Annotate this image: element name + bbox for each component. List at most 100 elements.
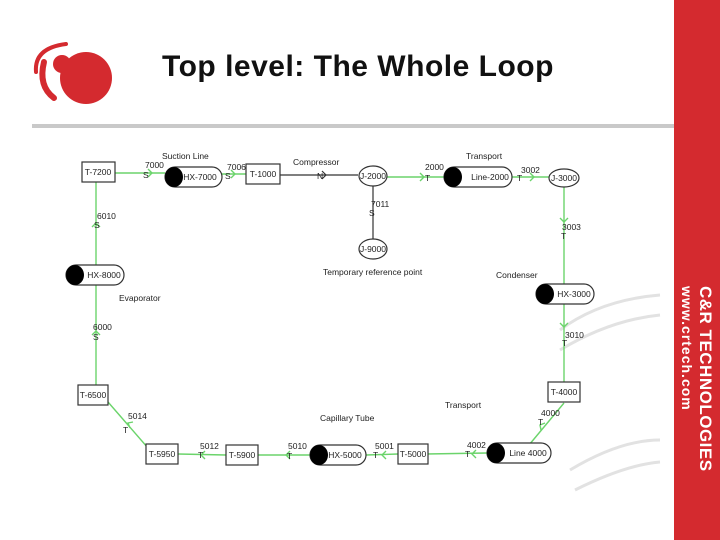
tank-t7200 <box>81 161 116 183</box>
connector-3010-id: 3010 <box>565 330 584 340</box>
hx5000-label: HX-5000 <box>328 450 362 460</box>
connector-6000-type: S <box>93 332 99 342</box>
arrow-5001 <box>381 450 387 460</box>
connector-7000-type: S <box>143 170 149 180</box>
arrow-3010 <box>559 322 569 328</box>
tank-t1000-label: T-1000 <box>250 169 277 179</box>
arrow-4000 <box>539 422 546 431</box>
tank-t4000 <box>547 381 581 403</box>
tank-t1000 <box>245 163 281 185</box>
annotation-transport-top: Transport <box>466 151 503 161</box>
connector-7011-type: S <box>369 208 375 218</box>
tank-t5000-label: T-5000 <box>400 449 427 459</box>
connector-3003-id: 3003 <box>562 222 581 232</box>
annotation-condenser: Condenser <box>496 270 538 280</box>
connector-3003-type: T <box>561 231 566 241</box>
tank-t6500-label: T-6500 <box>80 390 107 400</box>
arrow-4002 <box>471 449 477 459</box>
arrow-6010 <box>91 222 101 228</box>
annotation-temp-ref: Temporary reference point <box>323 267 423 277</box>
tank-t5950-label: T-5950 <box>149 449 176 459</box>
line2000-node <box>444 167 462 187</box>
connector-7006-id: 7006 <box>227 162 246 172</box>
pipe-4002 <box>425 452 488 455</box>
pipe-network <box>95 172 565 456</box>
tank-t5900 <box>225 444 259 466</box>
connector-5001-type: T <box>373 450 378 460</box>
tank-boxes <box>77 161 581 466</box>
arrow-3003 <box>559 217 569 223</box>
tank-t5950 <box>145 443 179 465</box>
hx3000-label: HX-3000 <box>557 289 591 299</box>
arrow-5012 <box>200 450 206 460</box>
company-logo <box>28 34 118 116</box>
arrow-7006 <box>230 169 236 179</box>
annotation-compressor: Compressor <box>293 157 339 167</box>
tank-t6500 <box>77 384 109 406</box>
hx7000-node <box>165 167 183 187</box>
connector-5010-type: T <box>287 451 292 461</box>
arrow-6000 <box>91 330 101 336</box>
annotation-transport-bottom: Transport <box>445 400 482 410</box>
connector-5012-type: T <box>198 450 203 460</box>
black-connections <box>280 174 374 240</box>
connector-5012-id: 5012 <box>200 441 219 451</box>
flow-arrows <box>91 168 569 460</box>
connector-3010-type: T <box>562 338 567 348</box>
connector-7011-id: 7011 <box>371 199 390 209</box>
junction-j2000 <box>358 165 388 187</box>
line2000-label: Line-2000 <box>471 172 509 182</box>
connector-5014-type: T <box>123 425 128 435</box>
junction-j3000-label: J-3000 <box>551 173 577 183</box>
connector-7000-id: 7000 <box>145 160 164 170</box>
line4000-label: Line 4000 <box>509 448 547 458</box>
connector-5014-id: 5014 <box>128 411 147 421</box>
connector-5001-id: 5001 <box>375 441 394 451</box>
connector-4000-type: T <box>538 417 543 427</box>
arrow-3002 <box>529 172 535 182</box>
connector-labels: 7000 S 7006 S N 2000 T 3002 T 7011 S 300… <box>93 160 584 461</box>
hx8000-node <box>66 265 84 285</box>
junction-j9000 <box>358 238 388 260</box>
slide-title: Top level: The Whole Loop <box>162 50 554 83</box>
annotations: Suction Line Compressor Transport Tempor… <box>119 151 538 423</box>
arrow-5010 <box>285 450 291 460</box>
annotation-capillary-tube: Capillary Tube <box>320 413 375 423</box>
junction-labels: J-2000 J-3000 J-9000 <box>360 171 577 254</box>
connector-3002-id: 3002 <box>521 165 540 175</box>
decor-swoosh-2 <box>559 313 661 352</box>
connector-6000-id: 6000 <box>93 322 112 332</box>
hx5000-node <box>310 445 328 465</box>
hx8000-label: HX-8000 <box>87 270 121 280</box>
connector-4002-type: T <box>465 449 470 459</box>
hx7000-label: HX-7000 <box>183 172 217 182</box>
connector-4002-id: 4002 <box>467 440 486 450</box>
brand-text: C&R TECHNOLOGIES www.crtech.com <box>679 285 715 472</box>
connector-2000-type: T <box>425 173 430 183</box>
connector-3002-type: T <box>517 173 522 183</box>
tank-t7200-label: T-7200 <box>85 167 112 177</box>
connector-6010-type: S <box>94 220 100 230</box>
line4000-node <box>487 443 505 463</box>
arrow-5014 <box>127 421 134 429</box>
brand-url: www.crtech.com <box>679 285 695 411</box>
line-line2000: Line-2000 <box>443 166 513 188</box>
pipe-5014 <box>107 401 149 449</box>
tank-t4000-label: T-4000 <box>551 387 578 397</box>
junction-j3000 <box>548 168 580 188</box>
connector-6010-id: 6010 <box>97 211 116 221</box>
hx-hx3000: HX-3000 <box>535 283 595 305</box>
connector-compressor-type: N <box>317 171 323 181</box>
hx-hx7000: HX-7000 <box>164 166 223 188</box>
arrow-7000 <box>147 168 153 178</box>
arrow-2000 <box>419 172 425 182</box>
tank-t5000 <box>397 443 429 465</box>
decor-swoosh-1 <box>559 293 661 332</box>
title-divider <box>32 124 674 128</box>
loop-diagram: T-7200 T-1000 T-4000 T-5000 T-5900 T-595… <box>65 151 661 492</box>
hx3000-node <box>536 284 554 304</box>
junction-j9000-label: J-9000 <box>360 244 386 254</box>
junction-ovals <box>358 165 580 260</box>
connector-7006-type: S <box>225 171 231 181</box>
brand-sidebar <box>674 0 720 540</box>
